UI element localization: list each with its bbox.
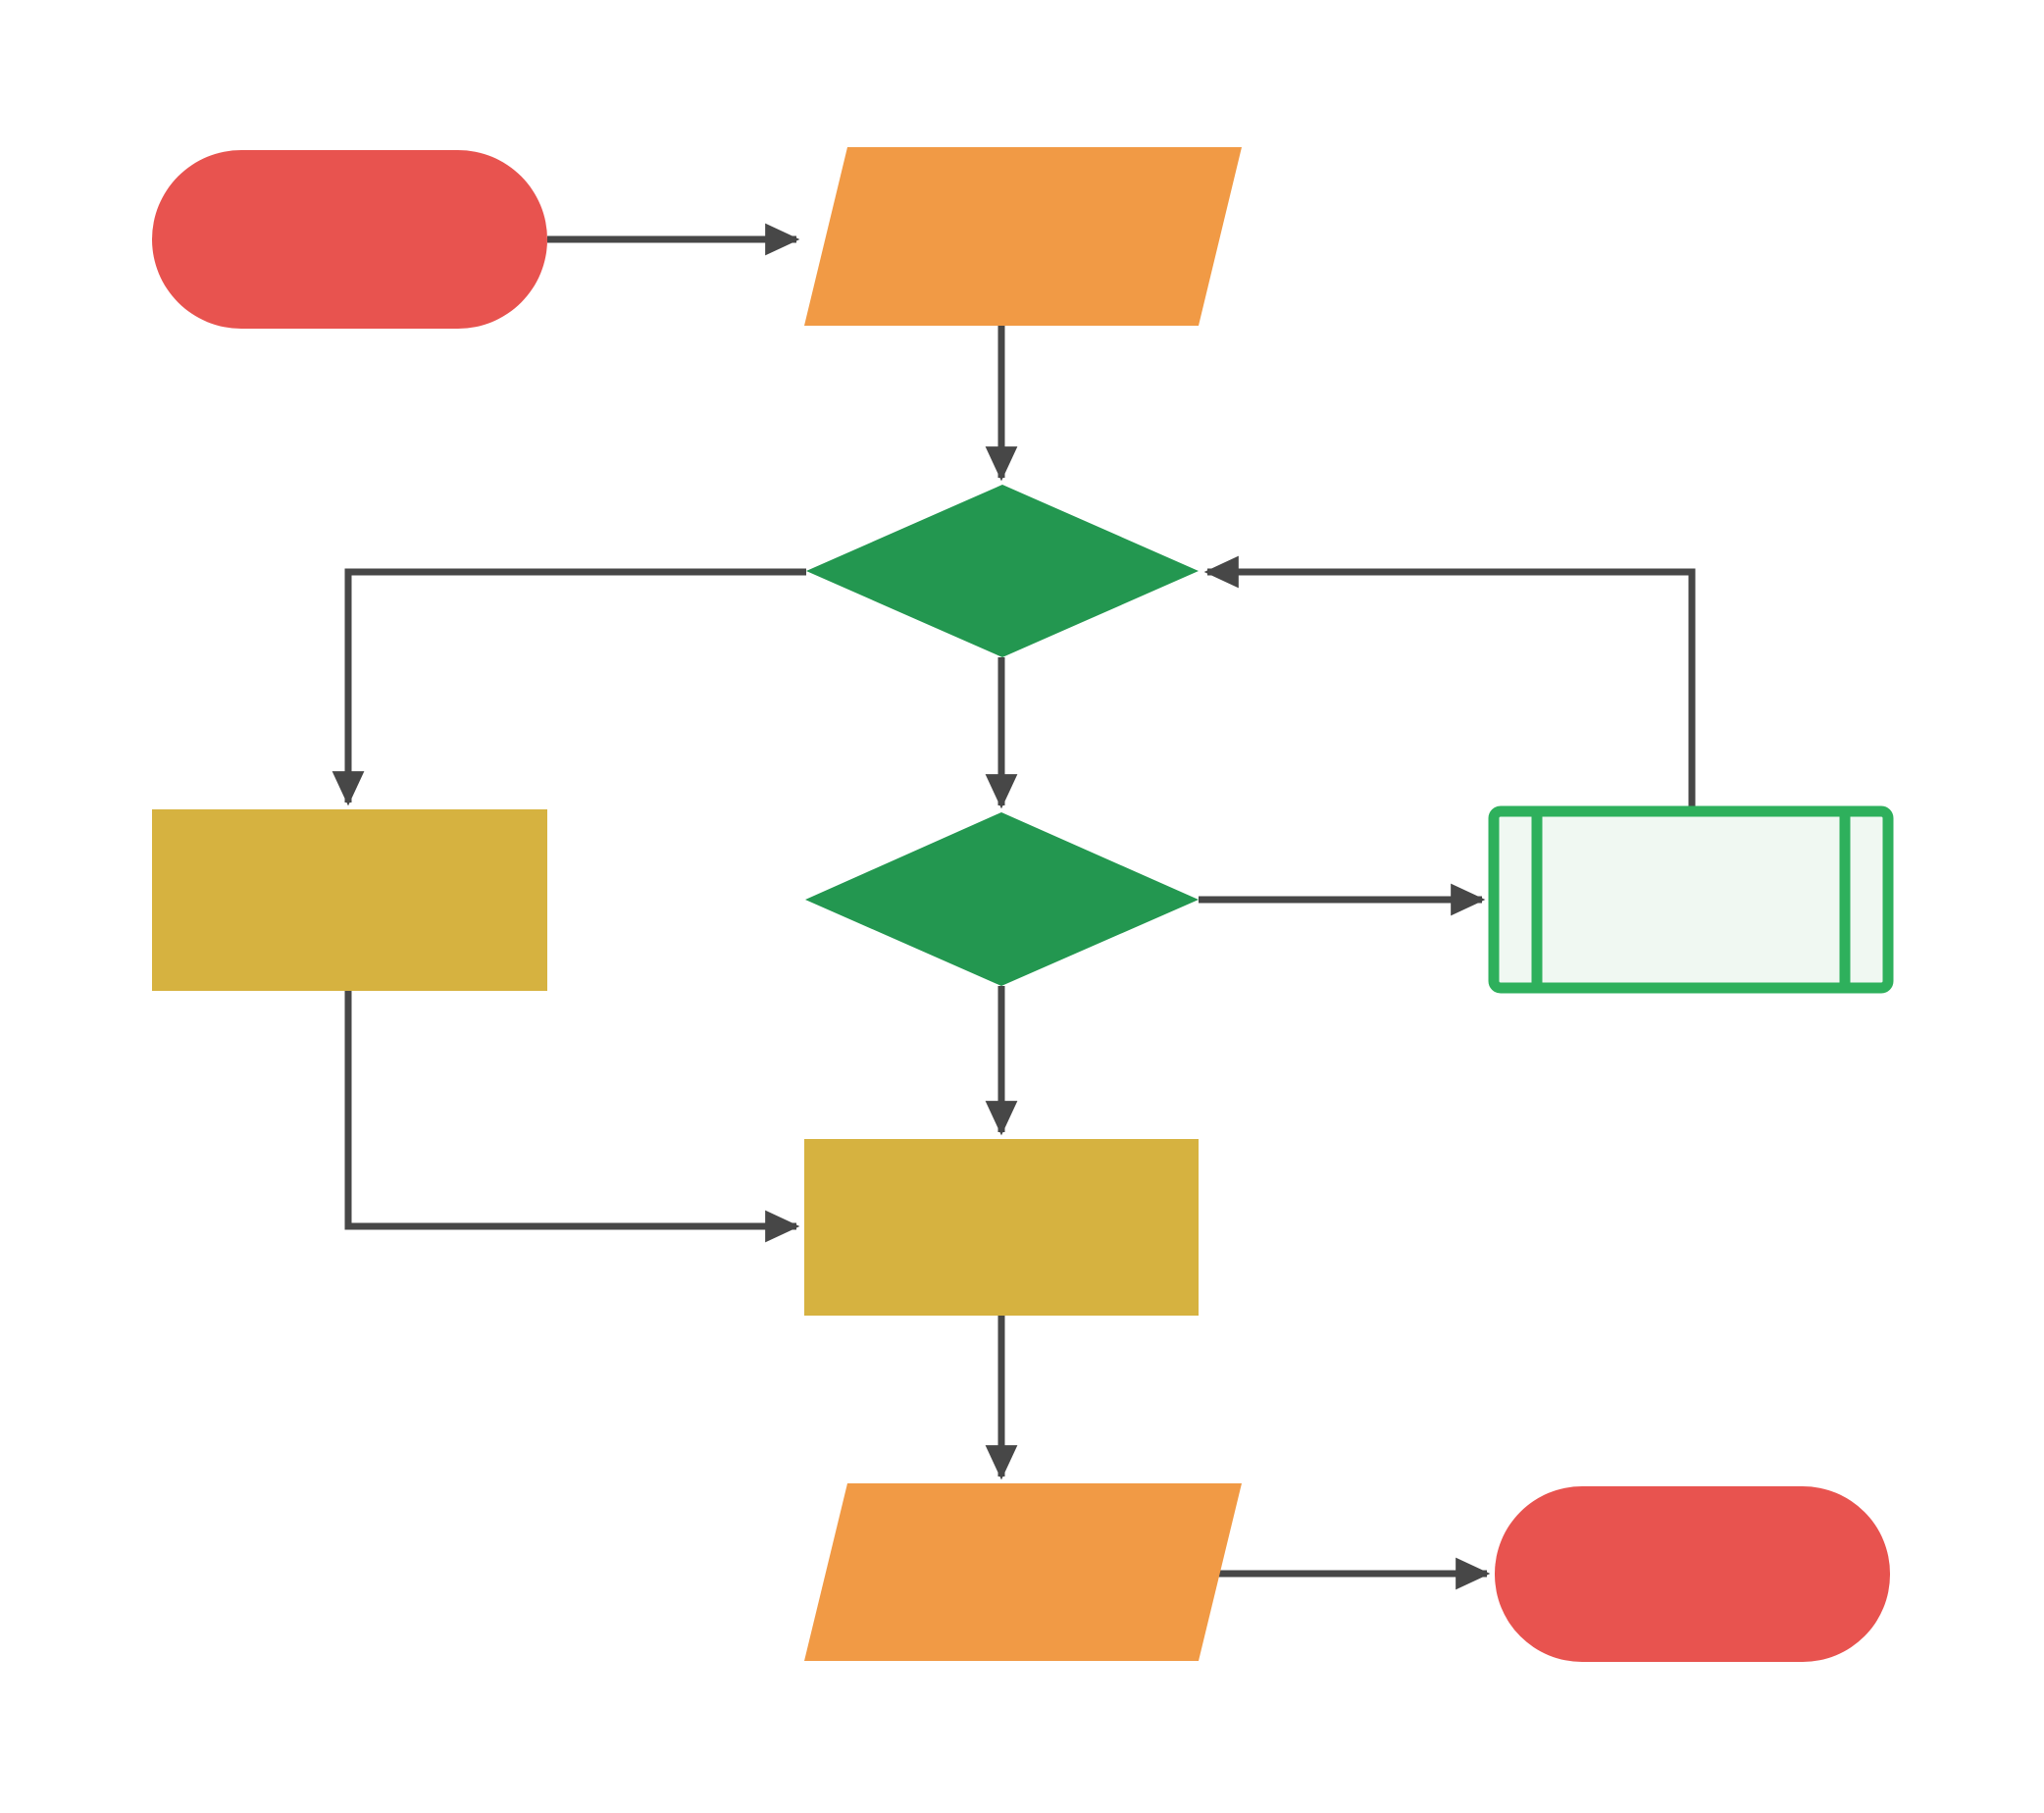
predefined-process-shape[interactable] <box>1488 805 1894 994</box>
edge-decision1-to-process-left <box>332 568 806 806</box>
node-start-terminator[interactable] <box>152 150 547 329</box>
node-layer <box>152 147 1894 1662</box>
edge-subroutine-feedback-to-decision1 <box>1203 555 1696 806</box>
left-branch-process-shape[interactable] <box>152 809 547 991</box>
node-input-io[interactable] <box>804 147 1242 326</box>
end-terminator-shape[interactable] <box>1495 1486 1890 1662</box>
edge-process-left-to-process-main <box>344 991 800 1243</box>
node-predefined-process[interactable] <box>1488 805 1894 994</box>
output-io-shape[interactable] <box>804 1483 1242 1661</box>
node-secondary-decision[interactable] <box>805 812 1199 986</box>
merge-process-shape[interactable] <box>804 1139 1199 1316</box>
edge-layer <box>332 223 1696 1590</box>
node-primary-decision[interactable] <box>806 485 1199 657</box>
node-output-io[interactable] <box>804 1483 1242 1661</box>
primary-decision-shape[interactable] <box>806 485 1199 657</box>
node-merge-process[interactable] <box>804 1139 1199 1316</box>
node-left-branch-process[interactable] <box>152 809 547 991</box>
secondary-decision-shape[interactable] <box>805 812 1199 986</box>
input-io-shape[interactable] <box>804 147 1242 326</box>
node-end-terminator[interactable] <box>1495 1486 1890 1662</box>
start-terminator-shape[interactable] <box>152 150 547 329</box>
